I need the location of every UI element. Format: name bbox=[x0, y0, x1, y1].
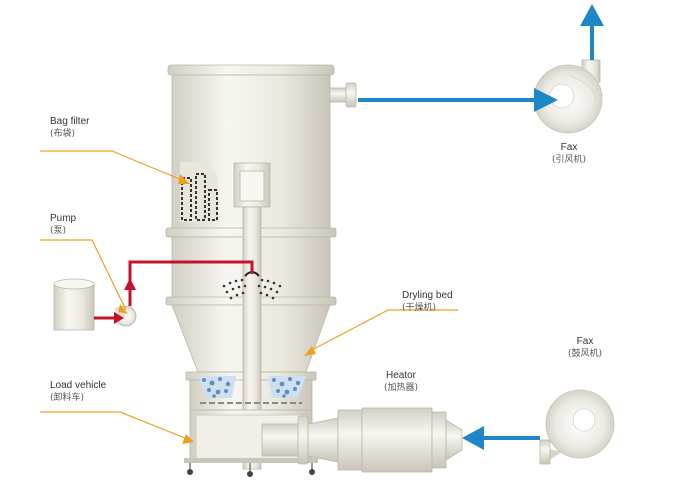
heater-assembly bbox=[261, 407, 463, 473]
label-heater-en: Heator bbox=[386, 370, 417, 381]
label-drying-bed-en: Dryling bed bbox=[402, 290, 453, 301]
label-load-vehicle-en: Load vehicle bbox=[50, 380, 107, 391]
fluidized-bed-particles bbox=[198, 376, 306, 404]
label-drying-bed-cn: (干燥机) bbox=[402, 303, 437, 313]
exhaust-fan bbox=[533, 59, 603, 134]
air-flow-path bbox=[358, 22, 594, 440]
label-bag-filter-en: Bag filter bbox=[50, 116, 90, 127]
label-bag-filter: Bag filter (布袋) bbox=[50, 116, 89, 140]
air-arrow-to-fan bbox=[534, 88, 558, 112]
label-fax-top-cn: (引风机) bbox=[552, 155, 587, 165]
air-arrow-to-heater bbox=[462, 426, 484, 450]
label-fax-bottom-en: Fax bbox=[576, 336, 594, 347]
label-fax-bottom: Fax (鼓风机) bbox=[568, 336, 602, 360]
label-heater-cn: (加热器) bbox=[384, 383, 419, 393]
leader-arrow-vehicle bbox=[182, 434, 194, 444]
label-fax-bottom-cn: (鼓风机) bbox=[568, 349, 603, 359]
blower-fan bbox=[539, 389, 615, 465]
bag-filter-element bbox=[180, 162, 218, 222]
leader-lines bbox=[40, 150, 458, 441]
label-bag-filter-cn: (布袋) bbox=[50, 129, 76, 139]
material-arrow-up bbox=[124, 278, 136, 290]
label-fax-top: Fax (引风机) bbox=[552, 142, 586, 166]
label-load-vehicle-cn: (卸料车) bbox=[50, 393, 85, 403]
label-drying-bed: Dryling bed (干燥机) bbox=[402, 290, 453, 314]
label-pump: Pump (泵) bbox=[50, 213, 76, 237]
label-pump-en: Pump bbox=[50, 213, 77, 224]
label-load-vehicle: Load vehicle (卸料车) bbox=[50, 380, 106, 404]
label-pump-cn: (泵) bbox=[50, 226, 67, 236]
leader-arrow-pump bbox=[118, 304, 128, 314]
leader-arrow-bag bbox=[178, 174, 190, 184]
label-heater: Heator (加热器) bbox=[384, 370, 418, 394]
feed-tank bbox=[53, 278, 95, 331]
air-arrow-up bbox=[580, 4, 604, 26]
label-fax-top-en: Fax bbox=[560, 142, 578, 153]
exhaust-duct bbox=[329, 82, 357, 108]
leader-arrow-bed bbox=[304, 346, 316, 356]
material-arrow-pump bbox=[114, 312, 124, 324]
